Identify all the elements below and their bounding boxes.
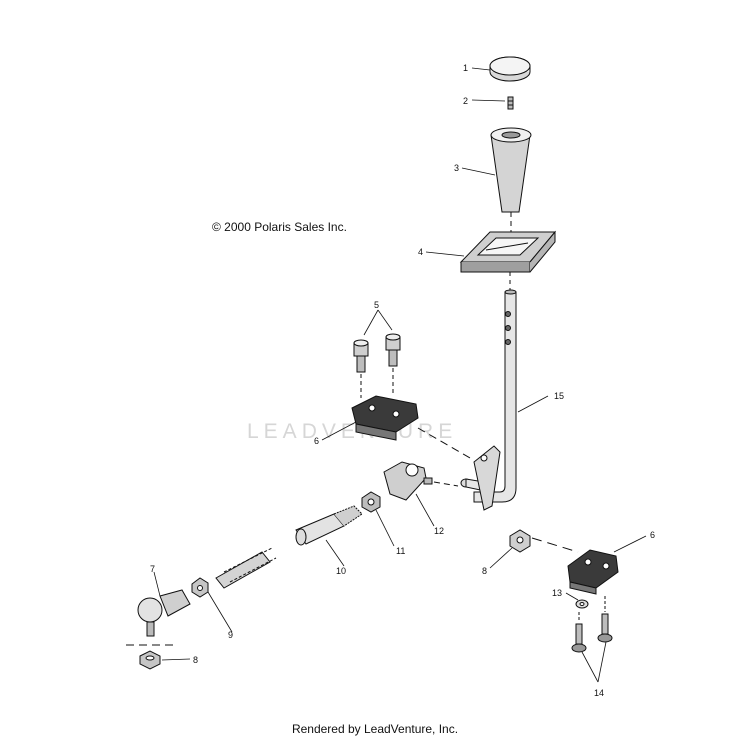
callout-8-lower: 8: [193, 655, 199, 665]
callout-7: 7: [150, 564, 156, 574]
callout-2: 2: [463, 96, 469, 106]
washer-13: [575, 599, 589, 609]
callout-9: 9: [228, 630, 234, 640]
callout-1: 1: [463, 63, 469, 73]
callout-4: 4: [418, 247, 424, 257]
shift-arm-bracket: [473, 445, 501, 511]
jam-nut-11: [361, 491, 381, 513]
pivot-block-lower: [567, 549, 619, 595]
callout-12: 12: [434, 526, 445, 536]
shift-gate-plate: [459, 230, 557, 273]
pivot-block-upper: [351, 395, 471, 459]
shift-handle-boot: [490, 127, 532, 245]
callout-5: 5: [374, 300, 380, 310]
rendered-by-footer: Rendered by LeadVenture, Inc.: [291, 722, 459, 736]
screw-pair-14: [571, 596, 613, 653]
nut-8-right: [509, 529, 579, 553]
callout-11: 11: [396, 546, 406, 556]
rod-end-12: [383, 461, 459, 501]
ball-joint-7: [126, 589, 191, 646]
callout-14: 14: [594, 688, 605, 698]
shift-knob: [489, 56, 531, 82]
leader-lines: [153, 67, 647, 683]
threaded-rod-10: [295, 505, 363, 546]
callout-6-lower: 6: [650, 530, 656, 540]
callout-15: 15: [554, 391, 565, 401]
callout-3: 3: [454, 163, 460, 173]
shift-lever-rod: [460, 272, 517, 503]
spring-tube: [215, 547, 277, 589]
bolt-pair: [353, 333, 401, 398]
copyright-notice: © 2000 Polaris Sales Inc.: [212, 220, 347, 234]
set-screw: [507, 96, 514, 110]
callout-13: 13: [552, 588, 563, 598]
nut-9: [191, 577, 209, 598]
callout-8-right: 8: [482, 566, 488, 576]
nut-8-lower: [139, 650, 161, 670]
callout-10: 10: [336, 566, 347, 576]
callout-6-upper: 6: [314, 436, 320, 446]
